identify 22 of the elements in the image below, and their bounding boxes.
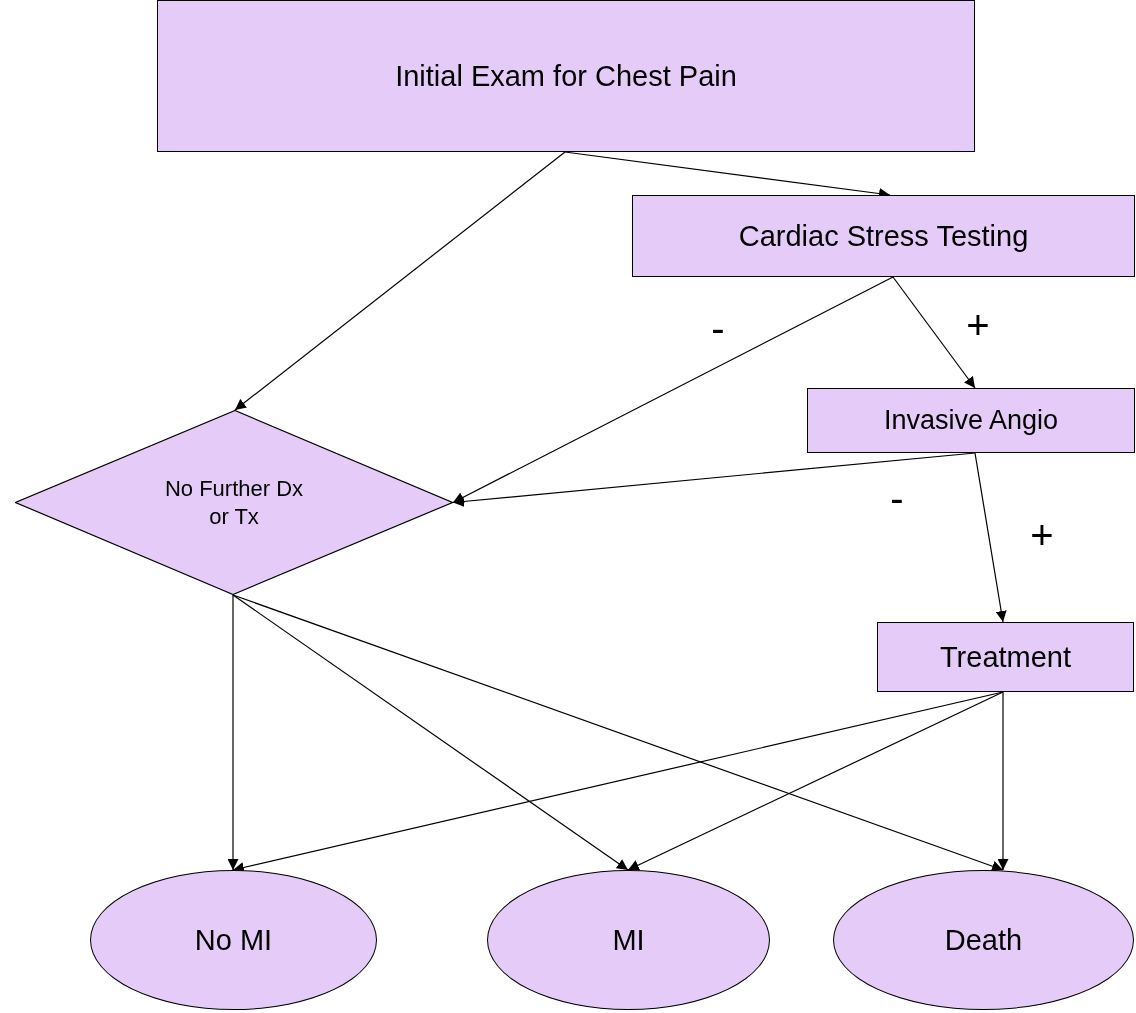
arrow xyxy=(892,276,976,389)
arrow xyxy=(227,594,239,871)
node-label: Initial Exam for Chest Pain xyxy=(395,58,737,94)
arrow xyxy=(452,276,894,504)
node-label: No MI xyxy=(194,922,273,958)
process-box xyxy=(807,388,1135,453)
arrow xyxy=(974,452,1007,623)
process-box xyxy=(877,622,1134,692)
arrow xyxy=(627,691,1004,871)
arrow xyxy=(232,594,629,871)
node-label: Treatment xyxy=(939,639,1072,675)
node-label: Cardiac Stress Testing xyxy=(738,218,1029,254)
node-label: No Further Dx or Tx xyxy=(163,475,305,530)
node-label: Invasive Angio xyxy=(883,403,1059,437)
arrow xyxy=(234,151,566,411)
arrow xyxy=(997,691,1009,871)
process-box xyxy=(157,0,975,152)
node-label: MI xyxy=(612,922,645,958)
arrow xyxy=(232,594,1004,872)
process-box xyxy=(632,195,1135,277)
node-label: Death xyxy=(944,922,1023,958)
decision-diamond xyxy=(15,410,453,595)
